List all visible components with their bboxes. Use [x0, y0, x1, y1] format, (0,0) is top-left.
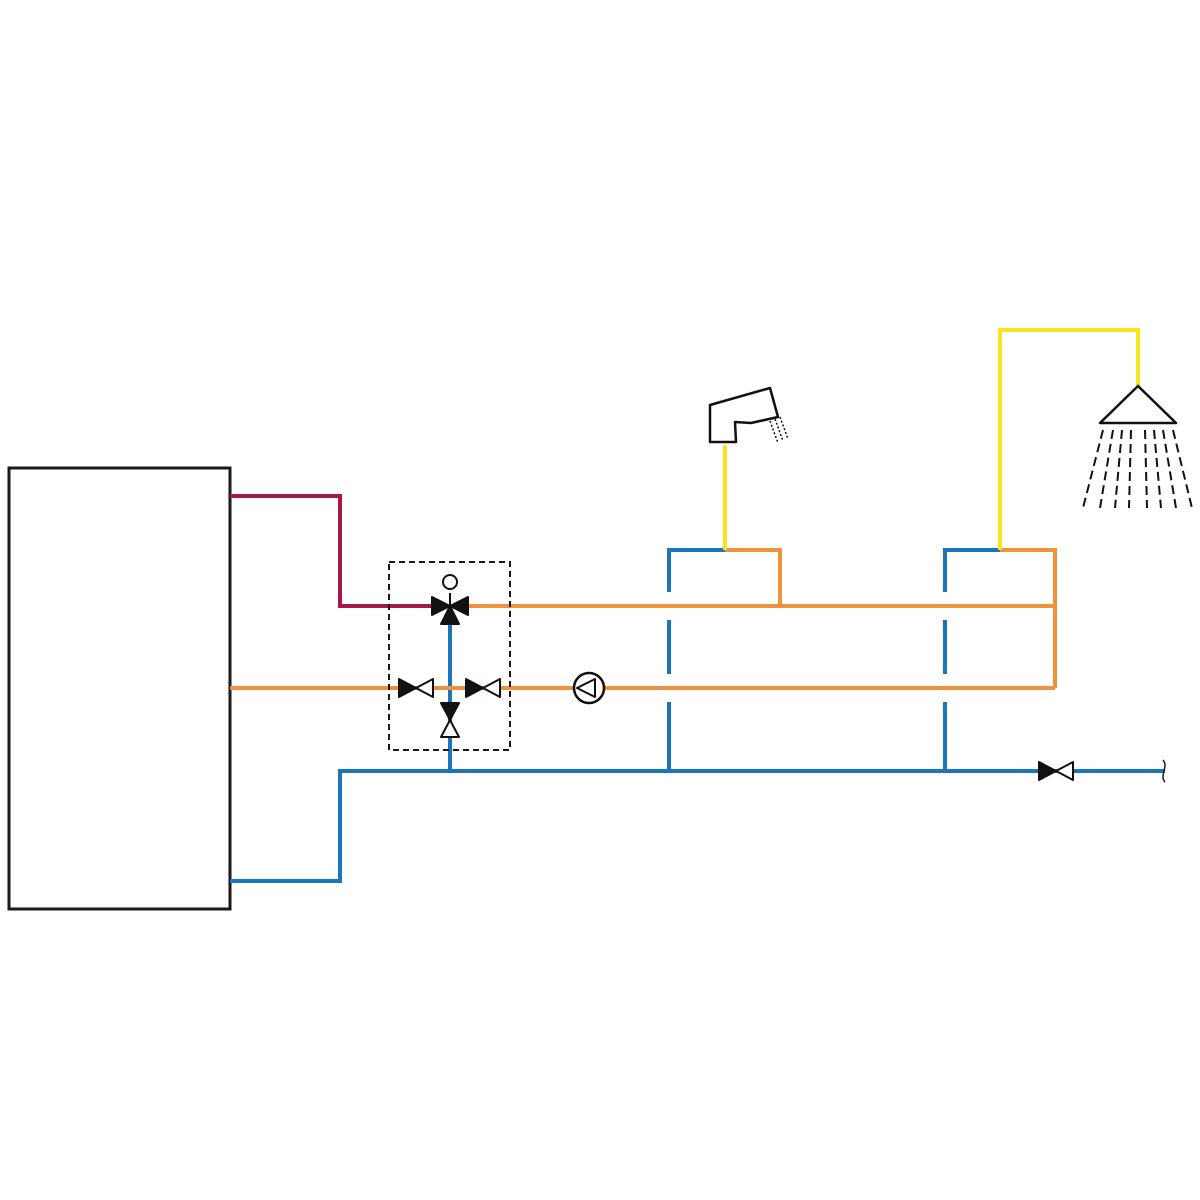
cold-main-end-wave — [1162, 759, 1166, 783]
cold-riser-tap-2 — [943, 548, 1000, 771]
shower-connection — [998, 328, 1140, 550]
mixing-module — [388, 561, 511, 751]
check-valve-vertical — [440, 702, 460, 738]
storage-tank — [7, 466, 232, 911]
faucet-icon — [708, 386, 780, 444]
check-valve-left — [398, 678, 434, 698]
thermostatic-mixing-valve — [431, 574, 469, 625]
shower-icon — [1098, 384, 1178, 425]
tap-2-hot-branch — [1000, 548, 1057, 606]
check-valve-right — [465, 678, 501, 698]
sink-tap — [708, 386, 789, 444]
tank-hot-supply-pipe — [230, 494, 432, 608]
circulation-pump — [572, 671, 606, 705]
actuator-icon — [442, 574, 458, 590]
cold-inlet-to-tank-pipe — [230, 769, 1165, 883]
shower-head — [1082, 384, 1193, 509]
shower-spray — [1082, 429, 1193, 509]
cold-riser-tap-1 — [667, 548, 725, 771]
tap-1-hot-branch — [725, 548, 782, 606]
mixed-hot-supply-pipe — [466, 604, 1057, 688]
shutoff-valve — [1038, 761, 1074, 781]
